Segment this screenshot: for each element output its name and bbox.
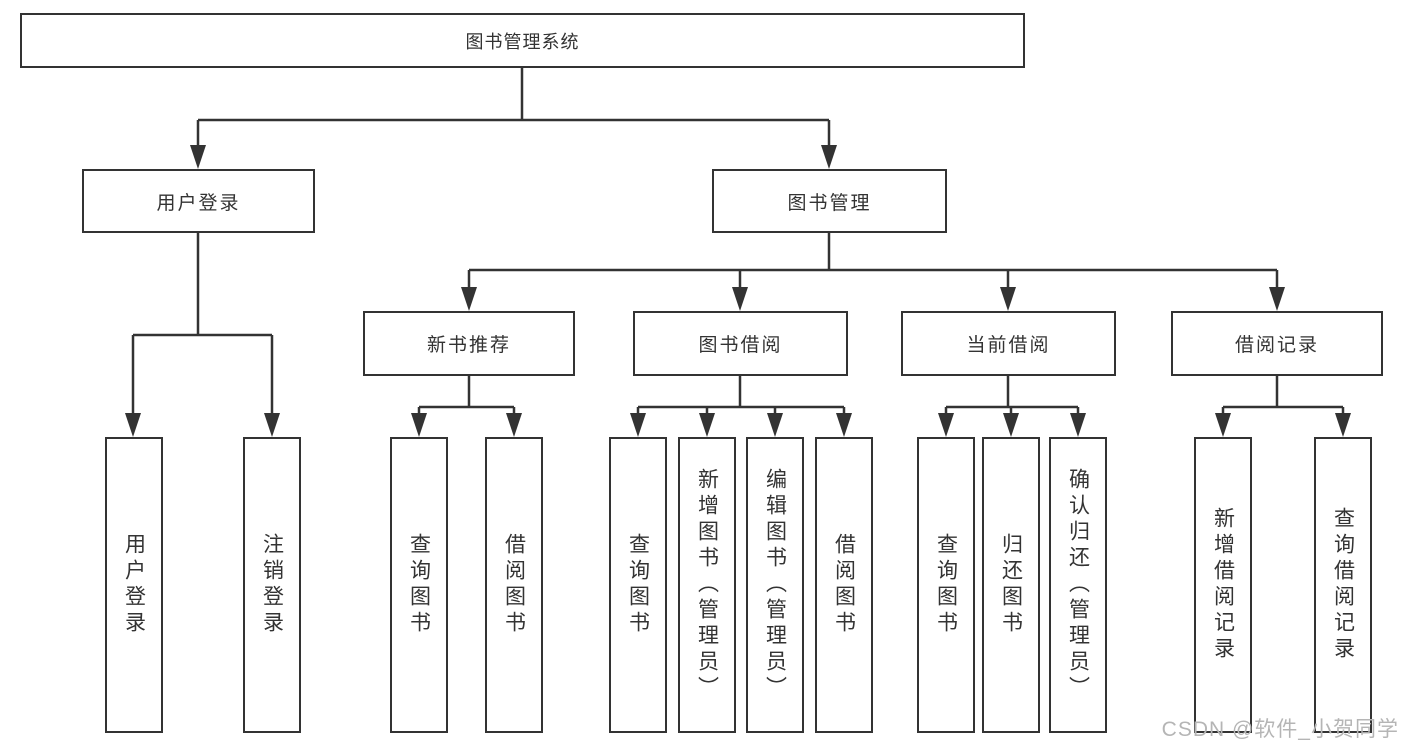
- leaf-add-borrow-record: 新增借阅记录: [1194, 437, 1252, 733]
- node-label: 用户登录: [122, 533, 146, 637]
- node-book-borrow: 图书借阅: [633, 311, 848, 376]
- leaf-borrow-books: 借阅图书: [815, 437, 873, 733]
- arrowhead-icon: [938, 413, 954, 437]
- node-label: 查询借阅记录: [1331, 507, 1355, 663]
- node-book-management: 图书管理: [712, 169, 947, 233]
- arrowhead-icon: [836, 413, 852, 437]
- node-label: 图书管理: [787, 192, 872, 214]
- node-label: 借阅记录: [1234, 335, 1319, 356]
- leaf-add-books-admin: 新增图书（管理员）: [678, 437, 736, 733]
- arrowhead-icon: [1335, 413, 1351, 437]
- leaf-user-login: 用户登录: [105, 437, 163, 733]
- leaf-query-books-current: 查询图书: [917, 437, 975, 733]
- leaf-confirm-return-admin: 确认归还（管理员）: [1049, 437, 1107, 733]
- node-label: 图书管理系统: [465, 31, 580, 52]
- node-label: 查询图书: [934, 533, 958, 637]
- arrowhead-icon: [1003, 413, 1019, 437]
- arrowhead-icon: [506, 413, 522, 437]
- leaf-logout: 注销登录: [243, 437, 301, 733]
- node-label: 图书借阅: [698, 335, 783, 356]
- arrowhead-icon: [699, 413, 715, 437]
- node-label: 借阅图书: [502, 533, 526, 637]
- node-label: 新书推荐: [426, 335, 511, 356]
- leaf-query-books-borrow: 查询图书: [609, 437, 667, 733]
- node-label: 查询图书: [626, 533, 650, 637]
- leaf-edit-books-admin: 编辑图书（管理员）: [746, 437, 804, 733]
- arrowhead-icon: [264, 413, 280, 437]
- node-new-book-recommend: 新书推荐: [363, 311, 575, 376]
- arrowhead-icon: [411, 413, 427, 437]
- arrowhead-icon: [190, 145, 206, 169]
- node-label: 用户登录: [156, 192, 241, 214]
- arrowhead-icon: [125, 413, 141, 437]
- node-label: 编辑图书（管理员）: [763, 468, 787, 702]
- node-label: 新增图书（管理员）: [695, 468, 719, 702]
- node-library-system: 图书管理系统: [20, 13, 1025, 68]
- arrowhead-icon: [630, 413, 646, 437]
- node-label: 归还图书: [999, 533, 1023, 637]
- arrowhead-icons: [125, 145, 1351, 437]
- arrowhead-icon: [767, 413, 783, 437]
- arrowhead-icon: [1269, 287, 1285, 311]
- node-user-login: 用户登录: [82, 169, 315, 233]
- node-label: 新增借阅记录: [1211, 507, 1235, 663]
- node-label: 查询图书: [407, 533, 431, 637]
- node-label: 借阅图书: [832, 533, 856, 637]
- arrowhead-icon: [461, 287, 477, 311]
- arrowhead-icon: [821, 145, 837, 169]
- watermark: CSDN @软件_小贺同学: [1161, 718, 1399, 741]
- node-borrow-records: 借阅记录: [1171, 311, 1383, 376]
- leaf-query-books-recommend: 查询图书: [390, 437, 448, 733]
- leaf-borrow-books-recommend: 借阅图书: [485, 437, 543, 733]
- node-label: 确认归还（管理员）: [1066, 468, 1090, 702]
- node-label: 注销登录: [260, 533, 284, 637]
- arrowhead-icon: [1000, 287, 1016, 311]
- arrowhead-icon: [732, 287, 748, 311]
- leaf-query-borrow-record: 查询借阅记录: [1314, 437, 1372, 733]
- leaf-return-books: 归还图书: [982, 437, 1040, 733]
- node-label: 当前借阅: [966, 335, 1051, 356]
- node-current-borrow: 当前借阅: [901, 311, 1116, 376]
- arrowhead-icon: [1215, 413, 1231, 437]
- arrowhead-icon: [1070, 413, 1086, 437]
